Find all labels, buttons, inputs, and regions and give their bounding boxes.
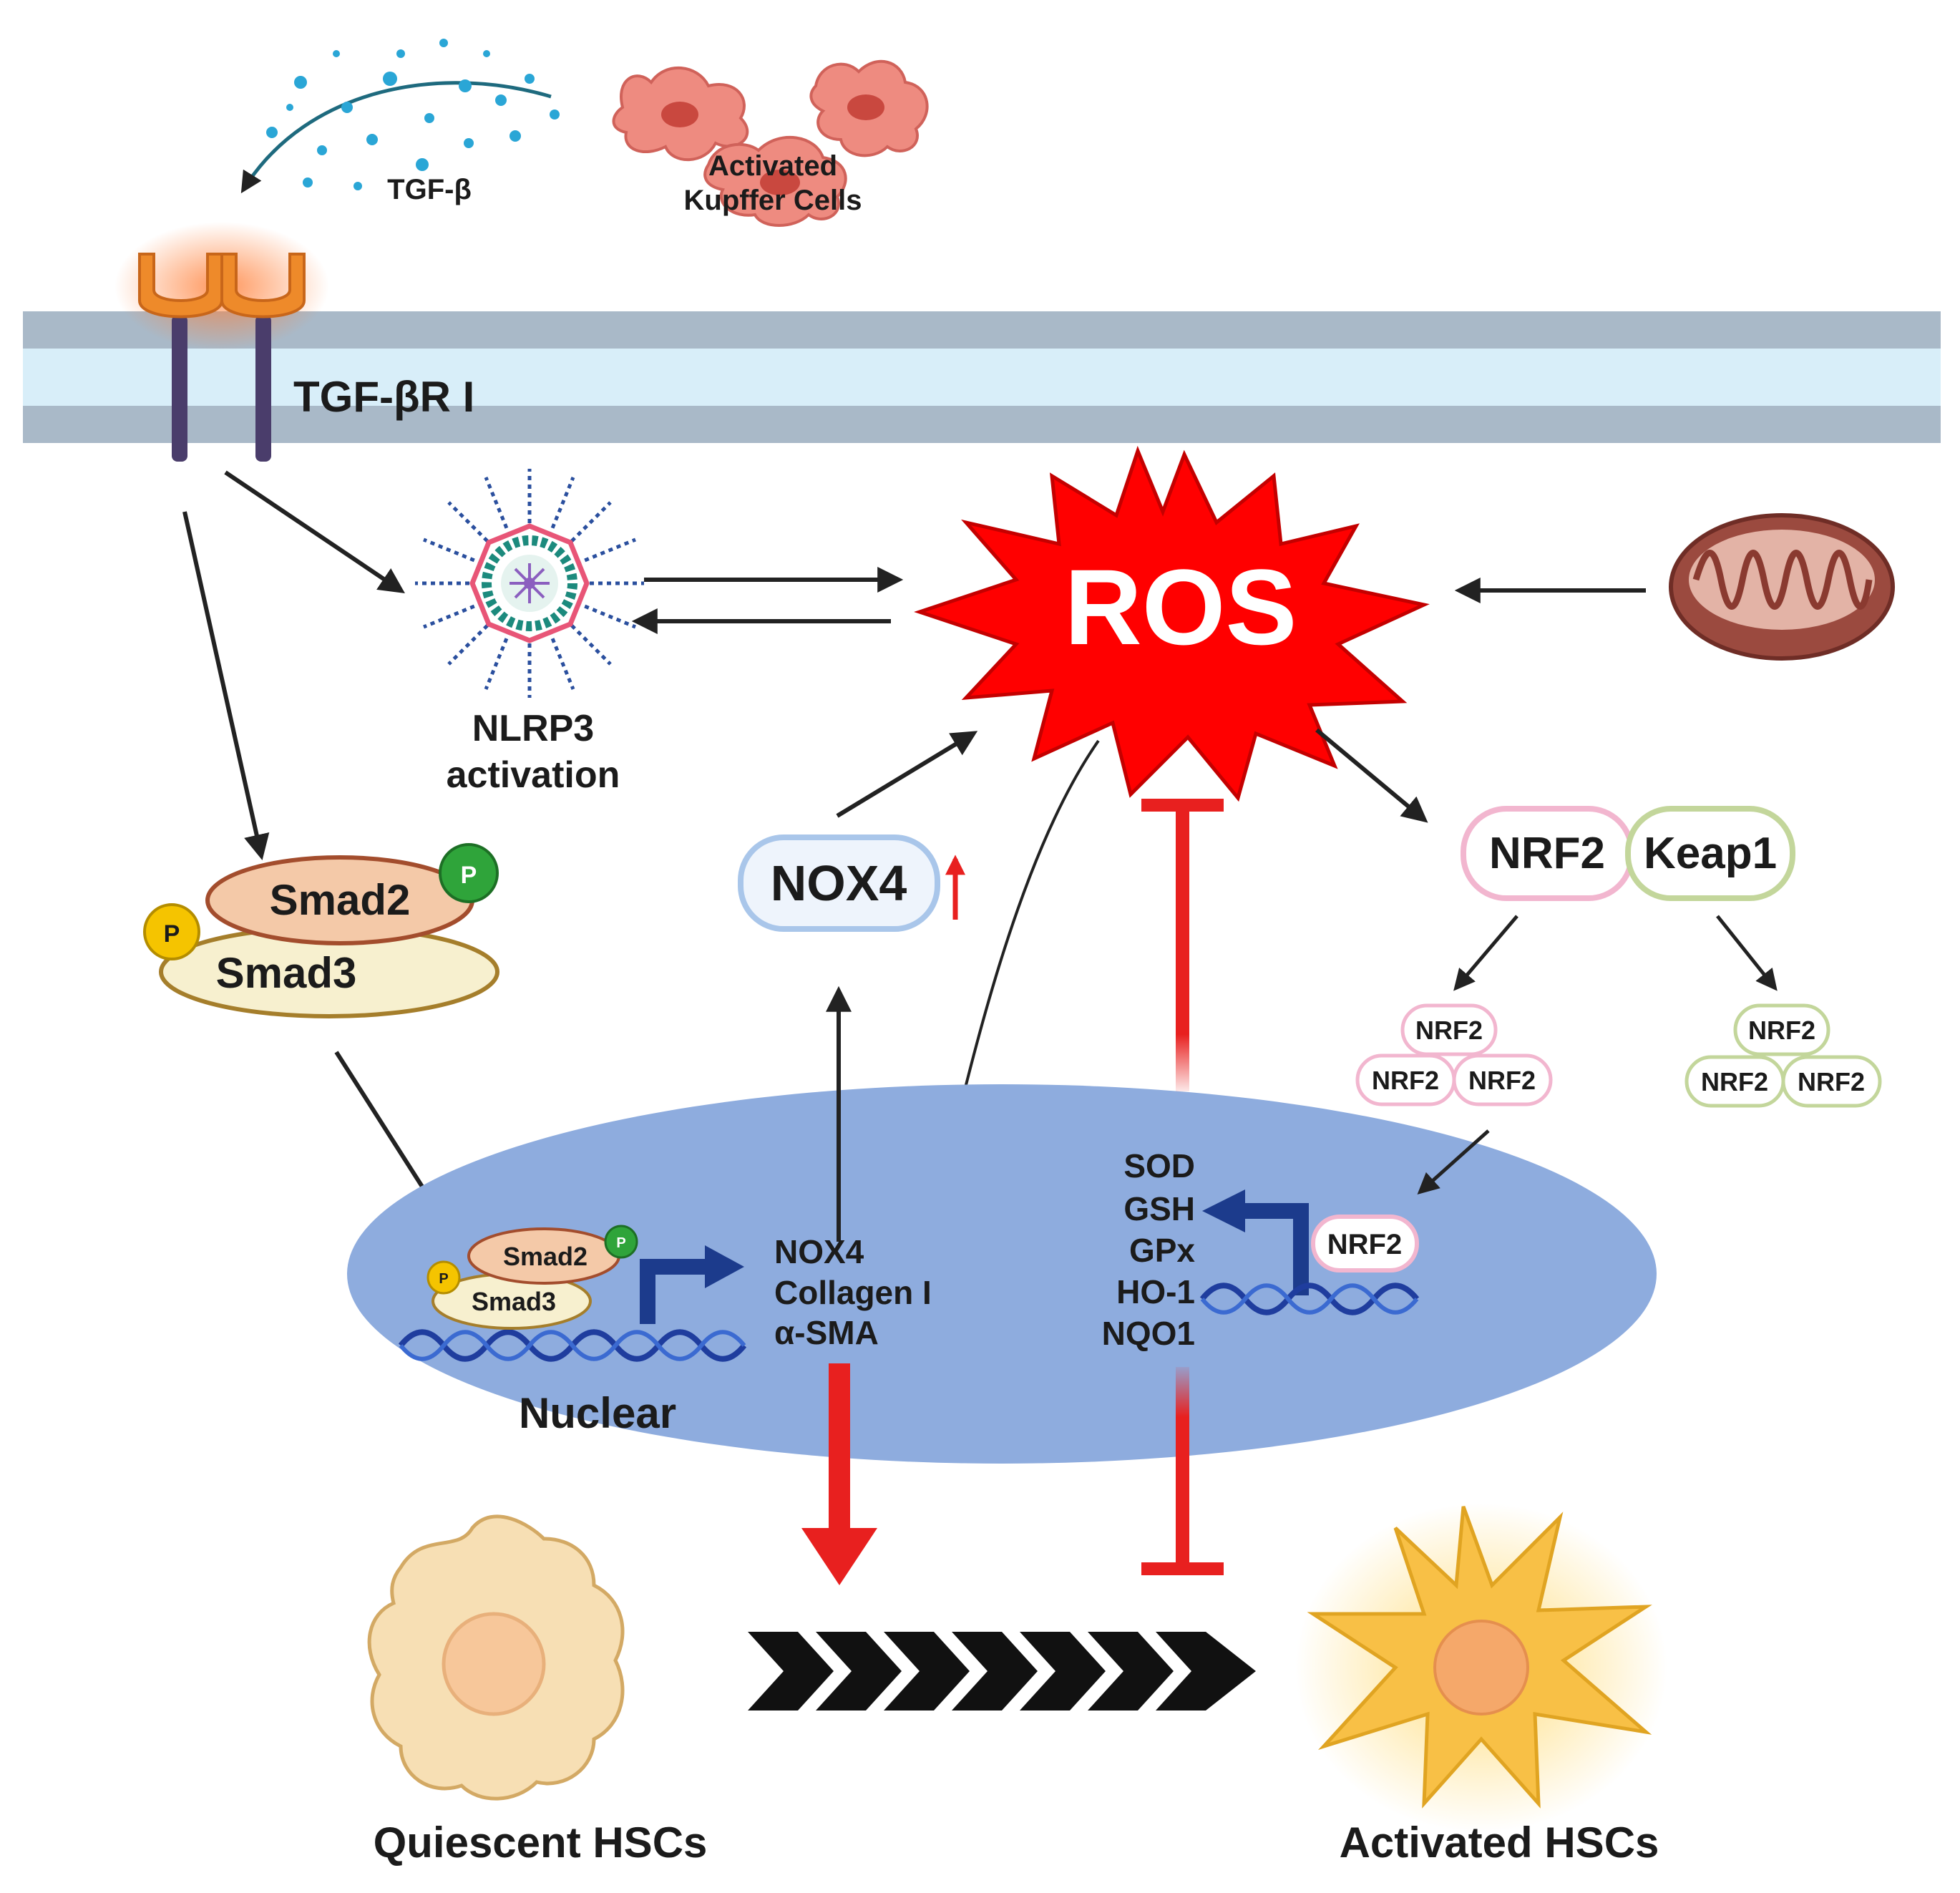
- phospho-label-smad2: P: [461, 862, 477, 889]
- nrf2-keap1-pool-label-3: NRF2: [1798, 1067, 1865, 1096]
- nrf2-label: NRF2: [1489, 829, 1605, 878]
- activated-hsc-icon: [1295, 1503, 1667, 1832]
- arrow-nrf2-to-nucleus: [1417, 1129, 1490, 1195]
- mitochondrion-icon: [1669, 513, 1895, 661]
- nuclear-smad2-label: Smad2: [503, 1242, 587, 1271]
- ros-burst: [914, 445, 1430, 802]
- arrow-receptor-to-nlrp3: [224, 470, 405, 594]
- cell-membrane: [23, 311, 1941, 443]
- arrow-ros-to-nrf2: [1315, 728, 1428, 823]
- ros-label: ROS: [1064, 547, 1297, 667]
- activated-hsc-label: Activated HSCs: [1340, 1819, 1659, 1867]
- promoter-arrow-icon: [640, 1259, 708, 1324]
- gene-nox4: NOX4: [774, 1233, 864, 1270]
- smad3-label: Smad3: [216, 949, 357, 997]
- quiescent-hsc-label: Quiescent HSCs: [374, 1819, 708, 1867]
- kupffer-label-line1: Activated: [708, 150, 837, 182]
- nox4-box-label: NOX4: [771, 855, 907, 911]
- gene-sod: SOD: [1123, 1147, 1195, 1184]
- gene-gpx: GPx: [1129, 1232, 1195, 1269]
- activation-arrow: [801, 1363, 877, 1585]
- ros-inhibition-bar: [1141, 799, 1224, 1091]
- nox4-box: [738, 834, 940, 932]
- nuclear-smad-complex: [426, 1225, 638, 1330]
- receptor-label: TGF-βR I: [293, 373, 474, 421]
- arrow-receptor-to-smad: [182, 511, 270, 861]
- tgf-beta-particles-icon: [240, 39, 560, 194]
- keap1-label: Keap1: [1644, 829, 1777, 878]
- nuclear-label: Nuclear: [519, 1389, 676, 1437]
- chevron-icon: [748, 1632, 1256, 1710]
- promoter-arrowhead: [705, 1245, 744, 1288]
- nrf2-pool-label-1: NRF2: [1415, 1016, 1483, 1045]
- receptor-icon: [114, 222, 329, 462]
- quiescent-hsc-icon: [367, 1514, 625, 1801]
- nuclear-nrf2-label: NRF2: [1327, 1229, 1402, 1260]
- nrf2-keap1-pool-label-1: NRF2: [1748, 1016, 1815, 1045]
- nrf2-pool: [1355, 1003, 1553, 1106]
- inflammasome-icon: [415, 469, 644, 698]
- nrf2-pool-label-3: NRF2: [1468, 1066, 1536, 1095]
- tgf-beta-label: TGF-β: [387, 174, 472, 205]
- nrf2-keap1-pool-label-2: NRF2: [1701, 1067, 1768, 1096]
- nrf2-keap1-complex: [1461, 806, 1795, 901]
- nrf2-keap1-pool: [1684, 1003, 1882, 1108]
- kupffer-cell-icon: [612, 59, 929, 227]
- nuclear-smad3-label: Smad3: [472, 1287, 556, 1316]
- arrow-nox4-to-ros: [836, 731, 978, 818]
- promoter-arrow-right-icon: [1242, 1203, 1309, 1295]
- promoter-arrowhead-right: [1202, 1189, 1245, 1232]
- nuclear-nrf2-box: [1311, 1215, 1419, 1272]
- nlrp3-label-line1: NLRP3: [472, 708, 594, 749]
- nlrp3-label-line2: activation: [447, 754, 620, 796]
- gene-collagen: Collagen I: [774, 1274, 932, 1311]
- arrow-complex-to-keap1-pool: [1716, 915, 1778, 991]
- nuclear-phospho-smad3: P: [439, 1271, 448, 1287]
- gene-gsh: GSH: [1123, 1190, 1195, 1227]
- gene-alpha-sma: α-SMA: [774, 1314, 879, 1351]
- arrow-complex-to-nrf2-pool: [1453, 915, 1518, 991]
- smad2-label: Smad2: [270, 876, 411, 924]
- nucleus: [347, 1084, 1657, 1464]
- dna-right-icon: [1199, 1283, 1420, 1315]
- phospho-label-smad3: P: [164, 920, 180, 948]
- activation-inhibition-bar: [1141, 1367, 1224, 1575]
- nuclear-phospho-smad2: P: [616, 1235, 625, 1251]
- gene-ho1: HO-1: [1116, 1273, 1195, 1310]
- smad-complex: [143, 843, 499, 1018]
- kupffer-label-line2: Kupffer Cells: [684, 185, 862, 216]
- nrf2-pool-label-2: NRF2: [1372, 1066, 1439, 1095]
- gene-nqo1: NQO1: [1102, 1315, 1195, 1352]
- dna-icon: [398, 1329, 747, 1362]
